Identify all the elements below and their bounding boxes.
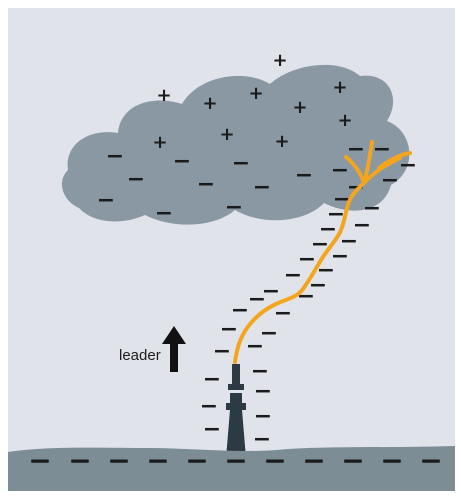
negative-charge: − bbox=[197, 172, 215, 197]
negative-charge: − bbox=[381, 168, 399, 193]
arrow-shaft bbox=[170, 344, 178, 372]
negative-charge: − bbox=[232, 151, 250, 176]
positive-charge: + bbox=[274, 131, 289, 152]
negative-charge: − bbox=[173, 149, 191, 174]
positive-charge: + bbox=[152, 132, 167, 153]
negative-charge: − bbox=[302, 444, 325, 477]
negative-charge: − bbox=[155, 201, 173, 226]
negative-charge: − bbox=[246, 334, 264, 359]
negative-charge: − bbox=[263, 444, 286, 477]
negative-charge: − bbox=[203, 367, 221, 392]
negative-charge: − bbox=[127, 167, 145, 192]
negative-charge: − bbox=[203, 417, 221, 442]
positive-charge: + bbox=[332, 77, 347, 98]
positive-charge: + bbox=[272, 50, 287, 71]
leader-label: leader bbox=[119, 347, 161, 364]
tower-band-3 bbox=[226, 403, 246, 410]
positive-charge: + bbox=[156, 85, 171, 106]
negative-charge: − bbox=[341, 444, 364, 477]
negative-charge: − bbox=[146, 444, 169, 477]
positive-charge: + bbox=[248, 83, 263, 104]
negative-charge: − bbox=[213, 339, 231, 364]
tower-band-2 bbox=[230, 393, 242, 403]
negative-charge: − bbox=[225, 195, 243, 220]
tower-top bbox=[232, 364, 240, 384]
negative-charge: − bbox=[254, 379, 272, 404]
tower-band-1 bbox=[228, 384, 244, 390]
negative-charge: − bbox=[28, 444, 51, 477]
negative-charge: − bbox=[253, 175, 271, 200]
negative-charge: − bbox=[380, 444, 403, 477]
negative-charge: − bbox=[97, 188, 115, 213]
negative-charge: − bbox=[68, 444, 91, 477]
ground-negative-charges: − − − − − − − − − − − bbox=[28, 444, 442, 477]
negative-charge: − bbox=[185, 444, 208, 477]
negative-charge: − bbox=[419, 444, 442, 477]
negative-charge: − bbox=[373, 137, 391, 162]
negative-charge: − bbox=[224, 444, 247, 477]
negative-charge: − bbox=[254, 404, 272, 429]
positive-charge: + bbox=[292, 97, 307, 118]
negative-charge: − bbox=[248, 287, 266, 312]
negative-charge: − bbox=[106, 144, 124, 169]
positive-charge: + bbox=[202, 93, 217, 114]
positive-charge: + bbox=[337, 110, 352, 131]
negative-charge: − bbox=[200, 394, 218, 419]
negative-charge: − bbox=[107, 444, 130, 477]
negative-charge: − bbox=[295, 163, 313, 188]
positive-charge: + bbox=[219, 124, 234, 145]
